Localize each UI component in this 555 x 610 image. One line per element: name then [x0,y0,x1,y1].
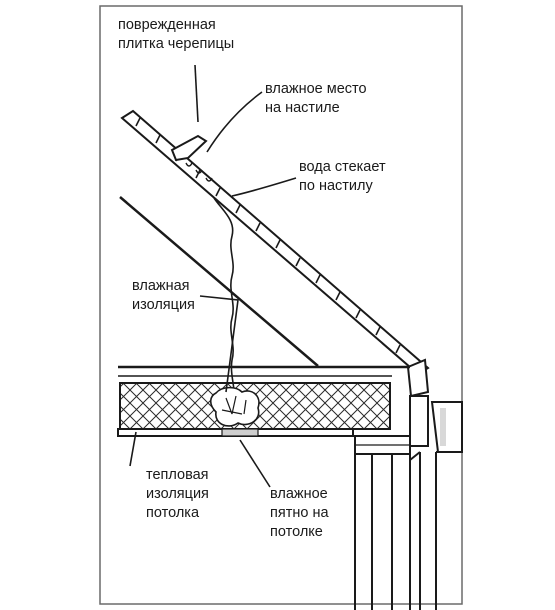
wet-insulation-blot [209,386,260,427]
water-drops [185,162,213,182]
label-line: плитка черепицы [118,36,235,52]
fascia-board [406,358,430,398]
rafter-line [119,196,319,367]
downspout [409,451,446,610]
label-line: вода стекает [299,159,386,175]
label-line: влажная [132,278,190,294]
label-line: влажное место [265,81,367,97]
label-ceiling-insulation: тепловая изоляция потолка [146,466,209,523]
label-line: потолка [146,505,200,521]
leader-water-runs [231,177,297,197]
leader-ceiling-insulation [129,431,137,467]
leader-damaged-tile [194,64,199,123]
leader-wet-stain [239,439,271,488]
label-line: поврежденная [118,17,216,33]
label-wet-stain-ceiling: влажное пятно на потолке [270,485,329,542]
soffit [409,395,429,447]
shingle-rows [135,117,421,371]
wall-studs [354,446,411,610]
diagram-frame [99,5,463,605]
wet-insulation-streaks [221,395,247,415]
label-line: пятно на [270,505,329,521]
label-line: по настилу [299,178,373,194]
label-line: на настиле [265,100,340,116]
label-line: изоляция [146,486,209,502]
label-wet-insulation: влажная изоляция [132,277,195,315]
label-line: влажное [270,486,328,502]
leader-wet-insulation [199,295,239,393]
label-wet-spot-deck: влажное место на настиле [265,80,367,118]
label-line: тепловая [146,467,209,483]
label-line: потолке [270,524,323,540]
label-water-runs: вода стекает по настилу [299,158,386,196]
label-damaged-tile: поврежденная плитка черепицы [118,16,234,54]
gutter [430,401,463,453]
gutter-highlight [440,408,446,446]
roof-deck [120,109,430,376]
water-trickle [213,197,235,393]
label-line: изоляция [132,297,195,313]
damaged-tile [170,134,208,162]
leader-wet-spot [206,91,263,153]
wet-ceiling-stain [221,428,259,437]
